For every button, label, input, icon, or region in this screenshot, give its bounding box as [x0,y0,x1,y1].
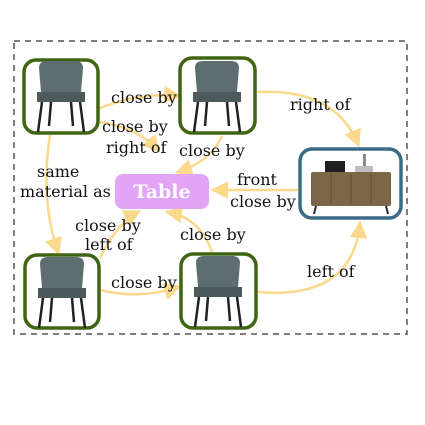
edge-tr-sideboard-right-of [256,90,361,148]
node-table: Table [115,174,209,209]
label-bl-left-of: left of [85,235,134,254]
node-chair-top-left [22,58,100,135]
edge-tl-tr-close-by [99,85,182,110]
node-sideboard [298,147,403,220]
edge-bl-table-close-by [98,210,142,259]
label-left-of-bottom: left of [307,262,356,281]
edge-br-table-close-by [164,205,214,253]
edge-bl-br-close-by [99,283,182,300]
label-bottom-close-by: close by [111,273,177,292]
label-tl-close-by: close by [102,117,168,136]
label-tl-right-of: right of [106,138,167,157]
label-top-close-by: close by [111,88,177,107]
edge-tl-bl-same-material [45,134,62,256]
label-same: same [37,162,79,181]
table-label: Table [133,181,190,203]
scene-frame [13,40,408,335]
node-chair-bottom-right [179,252,258,330]
sideboard-icon [311,154,391,215]
edge-labels: close by right of close by right of clos… [20,88,356,292]
edges [45,85,368,300]
label-bl-close-by: close by [75,216,141,235]
label-front-close-by: close by [230,192,296,211]
label-center-close-by: close by [179,141,245,160]
label-material-as: material as [20,182,111,201]
edge-tr-table-close-by [174,135,224,177]
label-right-of-top: right of [290,95,351,114]
edge-br-sideboard-left-of [257,220,368,294]
edge-tl-table-close-by [99,120,161,153]
label-front: front [237,170,278,189]
node-chair-top-right [178,56,257,135]
label-br-close-by: close by [180,225,246,244]
node-chair-bottom-left [23,253,101,330]
